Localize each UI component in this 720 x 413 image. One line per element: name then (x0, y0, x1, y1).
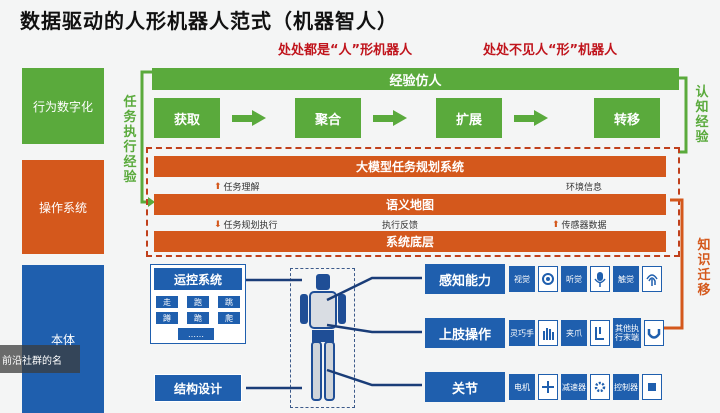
task-understanding-label: ⬆任务理解 (214, 180, 260, 194)
step-expand: 扩展 (436, 98, 502, 138)
other-end-effector-label: 其他执行末端 (613, 318, 641, 348)
motion-control-title: 运控系统 (154, 268, 242, 290)
step-aggregate: 聚合 (295, 98, 361, 138)
humanoid-robot-image (300, 274, 346, 401)
vright2-char: 识 (697, 253, 711, 268)
gripper-label: 夹爪 (561, 320, 587, 346)
hearing-label: 听觉 (561, 266, 587, 292)
vright-char: 经 (695, 115, 709, 130)
down-arrow-icon: ⬇ (214, 219, 222, 230)
task-planning-execution-label: ⬇任务规划执行 (214, 218, 278, 232)
vleft-char: 行 (123, 140, 137, 155)
execution-feedback-label: 执行反馈 (382, 218, 418, 231)
motion-walk: 走 (156, 296, 178, 308)
upper-limb-box: 上肢操作 (425, 318, 505, 348)
perception-box: 感知能力 (425, 264, 505, 294)
dexterous-hand-label: 灵巧手 (509, 320, 535, 346)
motion-kneel: 跪 (187, 312, 209, 324)
reducer-label: 减速器 (561, 374, 587, 400)
vright-char: 验 (695, 130, 709, 145)
step-arrow-icon (373, 110, 407, 126)
up-arrow-icon: ⬆ (552, 219, 560, 230)
cognitive-experience-label: 认 知 经 验 (694, 85, 710, 145)
connector-lines (246, 276, 422, 390)
task-execution-experience-label: 任 务 执 行 经 验 (122, 95, 138, 185)
experience-imitation-bar: 经验仿人 (152, 68, 679, 90)
motion-crawl: 爬 (218, 312, 240, 324)
touch-label: 触觉 (613, 266, 639, 292)
environment-info-text: 环境信息 (566, 183, 603, 193)
structure-design-box: 结构设计 (154, 374, 242, 402)
right-cognition-arrow (672, 72, 688, 154)
category-behavior-digitization: 行为数字化 (22, 68, 104, 144)
task-understanding-text: 任务理解 (223, 183, 260, 193)
category-body: 本体 (22, 265, 104, 413)
up-arrow-icon: ⬆ (214, 181, 222, 192)
vright-char: 知 (695, 100, 709, 115)
system-base-bar: 系统底层 (154, 231, 666, 252)
gripper-icon (590, 320, 610, 346)
vleft-char: 经 (123, 155, 137, 170)
step-arrow-icon (232, 110, 266, 126)
motion-squat: 蹲 (156, 312, 178, 324)
environment-info-label: 环境信息 (566, 180, 602, 193)
task-planning-execution-text: 任务规划执行 (223, 221, 278, 231)
vright2-char: 迁 (697, 268, 711, 283)
motor-label: 电机 (509, 374, 535, 400)
vright2-char: 移 (697, 283, 711, 298)
chip-icon (642, 374, 662, 400)
overlay-caption: 前沿社群的名 (0, 345, 80, 373)
execution-feedback-text: 执行反馈 (382, 221, 419, 231)
sensor-data-label: ⬆传感器数据 (552, 218, 607, 232)
joint-box: 关节 (425, 372, 505, 402)
vleft-char: 任 (123, 95, 137, 110)
vleft-char: 验 (123, 170, 137, 185)
knowledge-transfer-label: 知 识 迁 移 (696, 238, 712, 298)
robot-frame (290, 268, 355, 408)
motion-more: …… (178, 328, 214, 340)
vision-label: 视觉 (509, 266, 535, 292)
category-operating-system: 操作系统 (22, 160, 104, 254)
microphone-icon (590, 266, 610, 292)
semantic-map-bar: 语义地图 (154, 194, 666, 215)
llm-task-planning-bar: 大模型任务规划系统 (154, 156, 666, 177)
subtitle-left: 处处都是“人”形机器人 (278, 43, 413, 58)
step-transfer: 转移 (594, 98, 660, 138)
hand-icon (538, 320, 558, 346)
camera-icon (538, 266, 558, 292)
os-dashed-frame (146, 147, 680, 257)
sensor-data-text: 传感器数据 (561, 221, 607, 231)
vright-char: 认 (695, 85, 709, 100)
step-acquire: 获取 (154, 98, 220, 138)
vright2-char: 知 (697, 238, 711, 253)
motion-jump: 跳 (218, 296, 240, 308)
motor-icon (538, 374, 558, 400)
page-title: 数据驱动的人形机器人范式（机器智人） (20, 9, 398, 33)
vleft-char: 务 (123, 110, 137, 125)
gear-icon (590, 374, 610, 400)
vleft-char: 执 (123, 125, 137, 140)
subtitle-right: 处处不见人“形”机器人 (483, 43, 618, 58)
step-arrow-icon (514, 110, 548, 126)
controller-label: 控制器 (613, 374, 639, 400)
magnet-icon (644, 320, 664, 346)
motion-run: 跑 (187, 296, 209, 308)
fingerprint-icon (642, 266, 662, 292)
